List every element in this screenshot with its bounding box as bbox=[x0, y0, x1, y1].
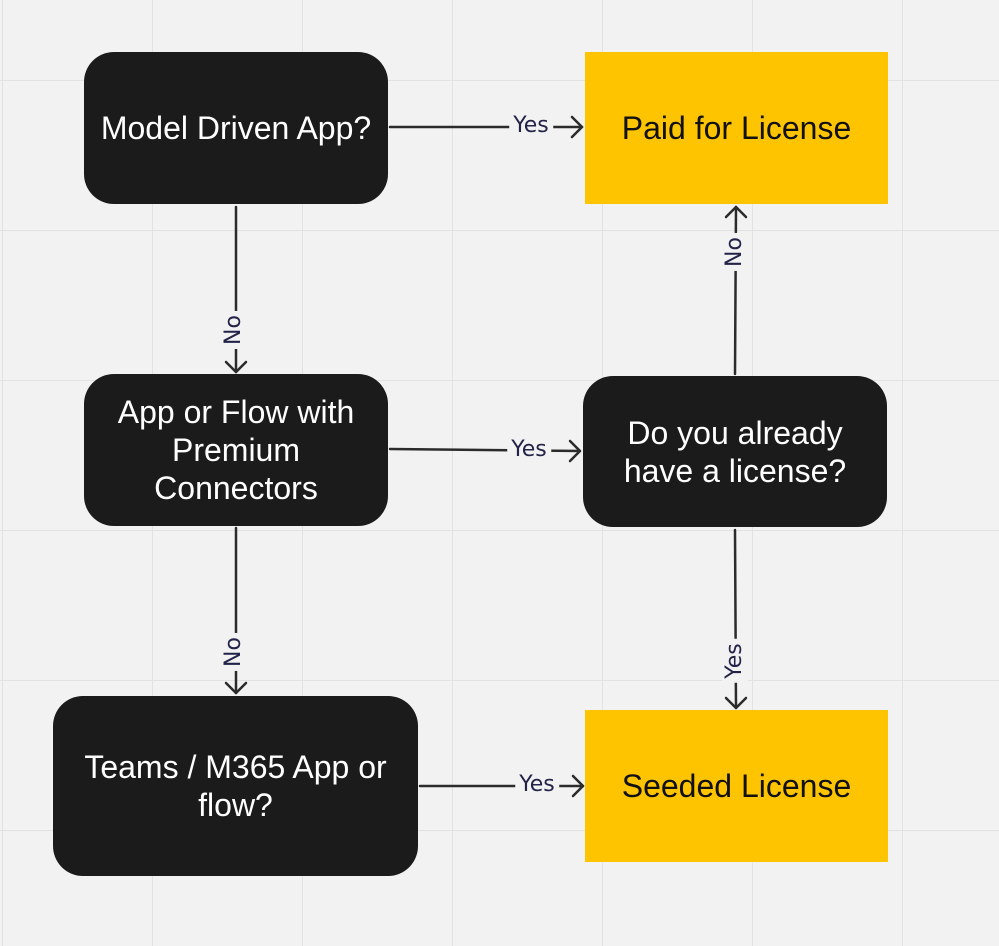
decision-teams-m365[interactable]: Teams / M365 App or flow? bbox=[53, 696, 418, 876]
arrowhead-model-to-premium bbox=[224, 360, 248, 374]
arrowhead-already-to-paid bbox=[724, 205, 748, 219]
decision-premium-connectors-text: App or Flow with Premium Connectors bbox=[117, 394, 355, 506]
decision-already-licensed-text: Do you already have a license? bbox=[623, 414, 847, 489]
connector-premium-to-already bbox=[388, 447, 582, 453]
arrowhead-premium-to-already bbox=[568, 439, 582, 463]
edge-label-already-to-seeded: Yes bbox=[722, 639, 748, 683]
arrowhead-teams-to-seeded bbox=[571, 774, 585, 798]
decision-teams-m365-text: Teams / M365 App or flow? bbox=[84, 749, 387, 823]
decision-model-driven-app[interactable]: Model Driven App? bbox=[84, 52, 388, 204]
edge-label-premium-to-already: Yes bbox=[507, 437, 551, 463]
edge-label-already-to-paid: No bbox=[722, 233, 748, 271]
edge-label-teams-to-seeded: Yes bbox=[515, 772, 559, 798]
edge-label-model-to-paid: Yes bbox=[509, 113, 553, 139]
outcome-seeded-license[interactable]: Seeded License bbox=[585, 710, 888, 862]
edge-label-premium-to-teams: No bbox=[221, 633, 247, 671]
decision-already-licensed[interactable]: Do you already have a license? bbox=[583, 376, 887, 527]
outcome-paid-license[interactable]: Paid for License bbox=[585, 52, 888, 204]
arrowhead-premium-to-teams bbox=[224, 681, 248, 695]
edge-label-model-to-premium: No bbox=[221, 311, 247, 349]
outcome-paid-license-text: Paid for License bbox=[621, 110, 852, 146]
decision-model-driven-app-text: Model Driven App? bbox=[100, 110, 372, 146]
decision-premium-connectors[interactable]: App or Flow with Premium Connectors bbox=[84, 374, 388, 526]
outcome-seeded-license-text: Seeded License bbox=[621, 768, 852, 804]
arrowhead-already-to-seeded bbox=[724, 696, 748, 710]
arrowhead-model-to-paid bbox=[570, 115, 584, 139]
